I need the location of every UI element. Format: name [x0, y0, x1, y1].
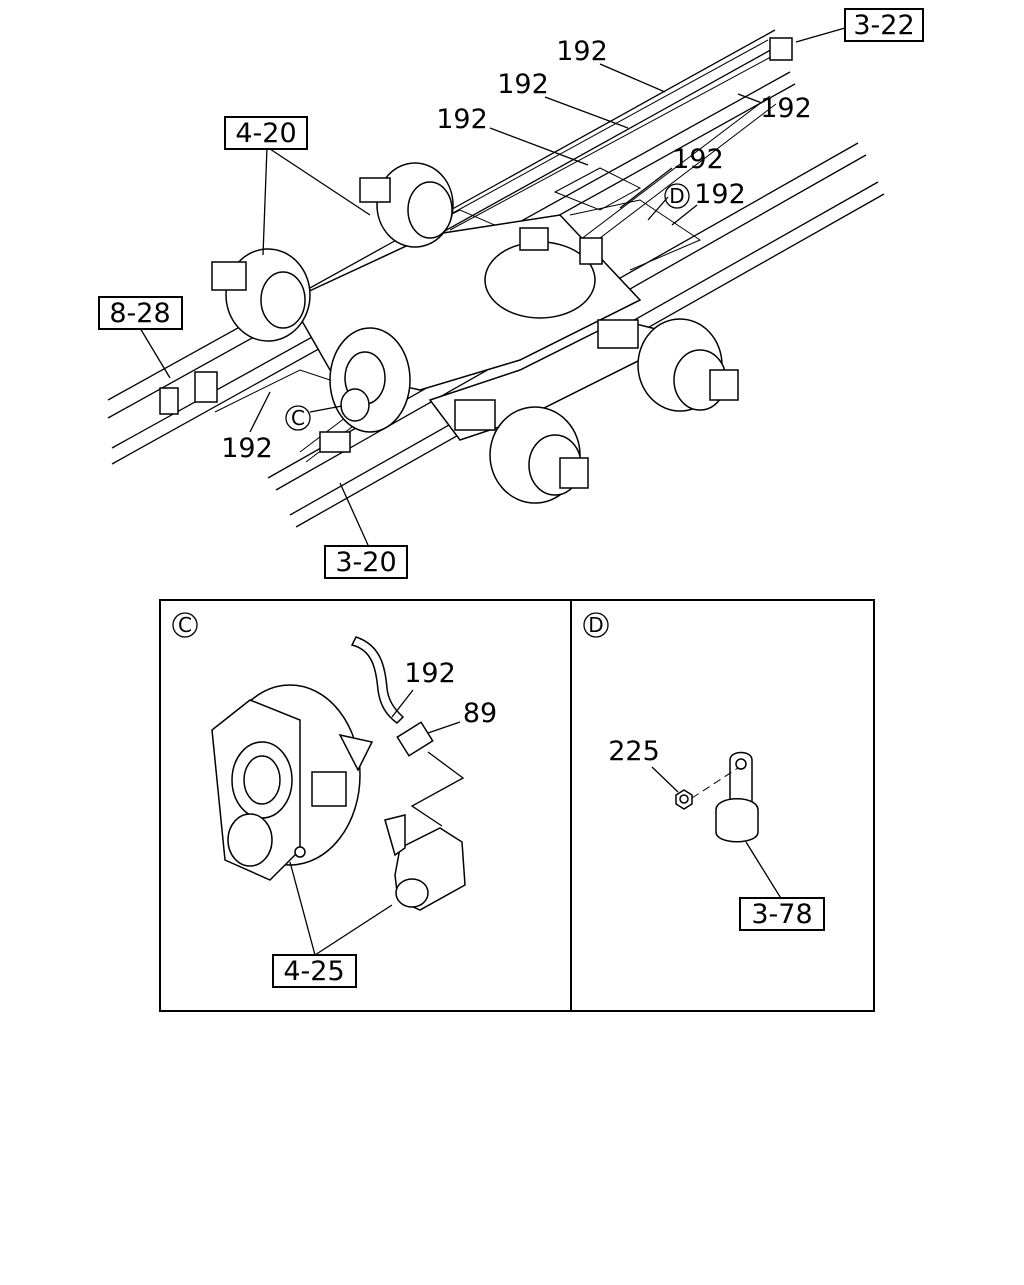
part-number-192: 192 [694, 179, 746, 210]
differential-carrier [211, 684, 374, 881]
ref-label: 4-20 [235, 118, 296, 149]
part-number-192: 192 [221, 433, 273, 464]
part-number-225: 225 [608, 736, 660, 767]
part-number-192: 192 [404, 658, 456, 689]
detail-callout-c[interactable]: C [285, 405, 311, 431]
reference-box-4-25[interactable]: 4-25 [272, 954, 357, 988]
callout-letter: C [291, 406, 305, 430]
part-number-192: 192 [672, 144, 724, 175]
reference-box-8-28[interactable]: 8-28 [98, 296, 183, 330]
reference-box-3-22[interactable]: 3-22 [844, 8, 924, 42]
ref-label: 3-22 [853, 10, 914, 41]
part-number-192: 192 [556, 36, 608, 67]
reference-box-4-20[interactable]: 4-20 [224, 116, 308, 150]
ref-label: 3-78 [751, 899, 812, 930]
part-number-192: 192 [436, 104, 488, 135]
detail-panel-frame [159, 599, 875, 1012]
ref-label: 8-28 [109, 298, 170, 329]
rear-axle-assembly [159, 37, 793, 504]
ref-label: 4-25 [283, 956, 344, 987]
detail-callout-d[interactable]: D [664, 183, 690, 209]
part-number-192: 192 [760, 93, 812, 124]
diff-lock-actuator [384, 814, 466, 911]
detail-panel-c: C 192 89 4-25 [172, 612, 497, 988]
callout-letter: C [178, 613, 192, 637]
callout-letter: D [588, 613, 603, 637]
part-number-192: 192 [497, 69, 549, 100]
ref-label: 3-20 [335, 547, 396, 578]
panel-d-label: D [583, 612, 609, 638]
panel-c-label: C [172, 612, 198, 638]
leader-lines [139, 27, 846, 546]
reference-box-3-78[interactable]: 3-78 [739, 897, 825, 931]
nut-225 [675, 789, 693, 810]
reference-box-3-20[interactable]: 3-20 [324, 545, 408, 579]
part-number-89: 89 [463, 698, 497, 729]
pipe-clip [715, 751, 759, 843]
callout-letter: D [669, 184, 684, 208]
detail-panel-d: D 225 3-78 [583, 612, 825, 931]
